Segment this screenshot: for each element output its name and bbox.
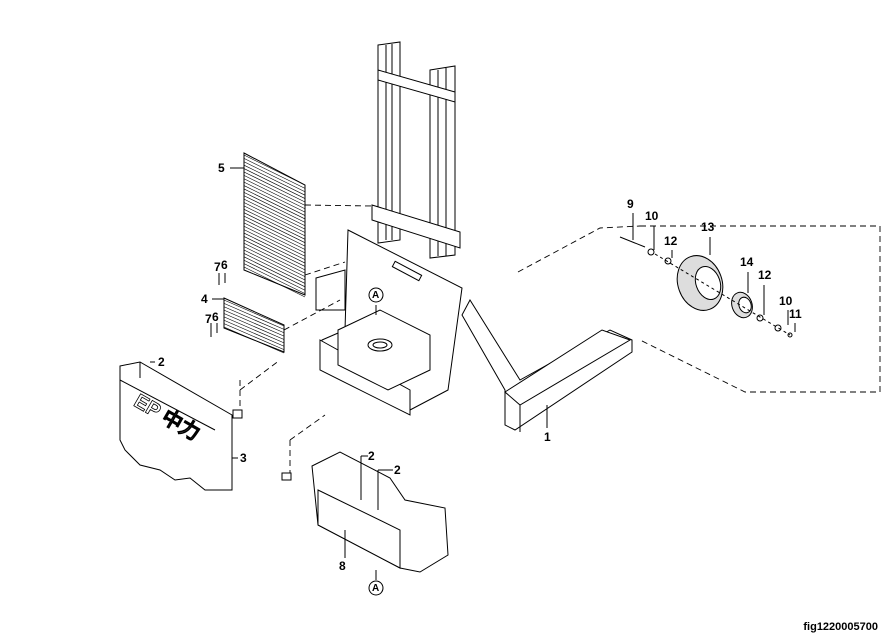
callout-14: 14 [740, 255, 754, 269]
counterweight-cover: EP 中力 [119, 361, 233, 491]
mesh-bar [243, 242, 306, 274]
mesh-bar [243, 212, 306, 243]
reference-circle-a-top [368, 287, 384, 303]
mesh-bar [243, 161, 306, 193]
callout-5: 5 [218, 161, 225, 175]
mesh-bar [243, 164, 306, 196]
callout-4: 4 [201, 292, 208, 306]
mesh-bar [243, 181, 306, 213]
mesh-bar [243, 154, 306, 186]
mesh-bar [243, 215, 306, 247]
mesh-bar [243, 232, 306, 264]
callout-1: 1 [544, 430, 551, 444]
mesh-guard-lower [223, 297, 285, 354]
leader-lines [150, 167, 796, 580]
mesh-bar [223, 326, 285, 354]
reference-circle-a-bottom [368, 580, 384, 596]
mesh-bar [243, 256, 306, 288]
mesh-bar [243, 198, 306, 230]
mesh-bar [223, 316, 285, 344]
mesh-bar [243, 249, 306, 281]
mesh-bar [243, 229, 306, 260]
figure-id: fig1220005700 [803, 621, 878, 633]
callout-6: 6 [221, 258, 228, 272]
mesh-bar [223, 319, 285, 347]
callout-2: 2 [158, 355, 165, 369]
mesh-bar [243, 226, 306, 257]
mesh-bar [223, 306, 285, 334]
callout-10: 10 [645, 209, 659, 223]
battery-cover [311, 451, 449, 573]
mesh-bar [243, 239, 306, 271]
mesh-bar [223, 309, 285, 337]
mesh-bar [243, 236, 306, 267]
mesh-bar [243, 222, 306, 254]
mesh-bar [243, 192, 306, 223]
truck-frame [315, 229, 463, 416]
callout-9: 9 [627, 197, 634, 211]
mesh-bar [223, 313, 285, 340]
callout-6: 6 [212, 310, 219, 324]
mesh-bar [243, 175, 306, 206]
callout-3: 3 [240, 451, 247, 465]
callout-2: 2 [394, 463, 401, 477]
mesh-bar [243, 178, 306, 210]
mesh-bar [243, 195, 306, 226]
mesh-bar [243, 259, 306, 291]
mesh-bar [243, 263, 306, 294]
mesh-bar [243, 266, 306, 298]
callout-13: 13 [701, 220, 715, 234]
mesh-bar [223, 299, 285, 327]
mesh-bar [243, 171, 306, 203]
mesh-bar [243, 168, 306, 199]
callout-12: 12 [758, 268, 772, 282]
callout-10: 10 [779, 294, 793, 308]
reference-a-top: A [372, 290, 380, 301]
mesh-bar [243, 185, 306, 216]
callout-7: 7 [205, 312, 212, 326]
callout-2: 2 [368, 449, 375, 463]
mesh-bar [243, 205, 306, 237]
mesh-bar [243, 158, 306, 189]
mesh-bar [243, 209, 306, 240]
mesh-bar [243, 219, 306, 250]
mesh-guard-upper [243, 152, 306, 298]
mesh-bar [223, 323, 285, 350]
callout-8: 8 [339, 559, 346, 573]
mesh-bar [223, 303, 285, 330]
reference-a-bottom: A [372, 583, 380, 594]
callout-12: 12 [664, 234, 678, 248]
mesh-bar [243, 253, 306, 284]
mast [371, 41, 461, 259]
callout-11: 11 [789, 307, 802, 321]
fork-leg [461, 299, 633, 432]
mesh-bar [243, 246, 306, 277]
mesh-bar [243, 202, 306, 233]
wheel-assembly [619, 236, 793, 338]
mesh-bar [243, 188, 306, 220]
callout-7: 7 [214, 260, 221, 274]
